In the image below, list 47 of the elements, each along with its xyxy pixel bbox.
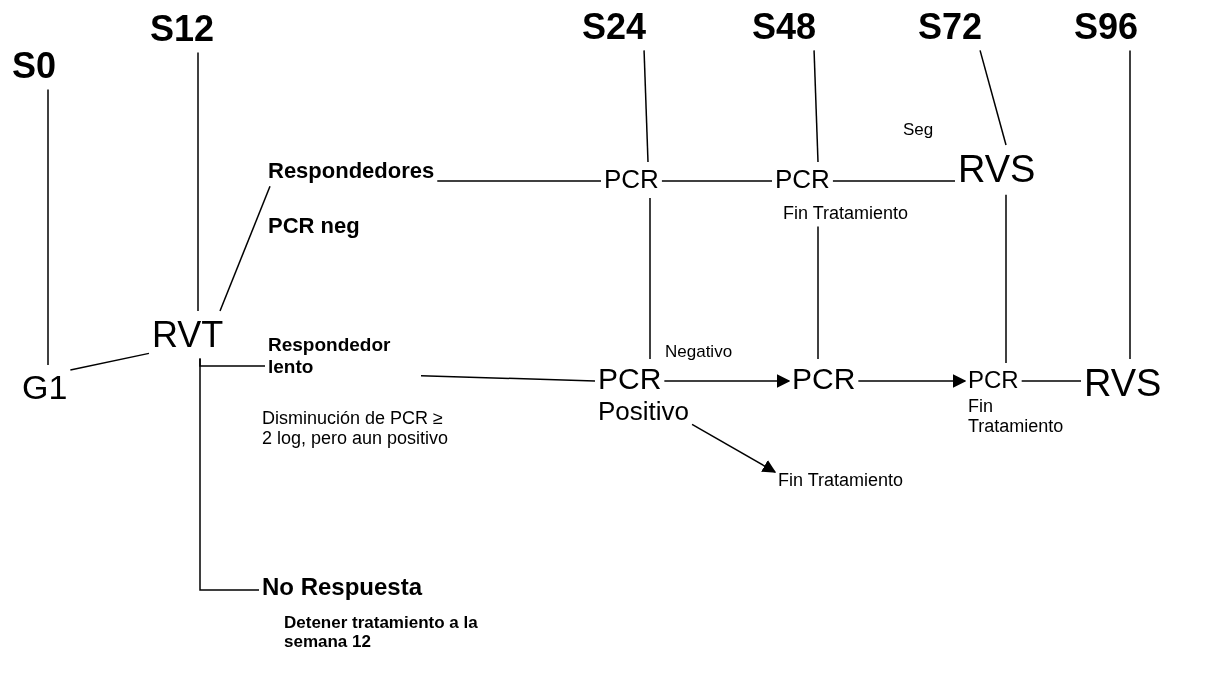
week-label: S48 — [752, 6, 817, 48]
week-label: S0 — [12, 45, 57, 87]
connector-line — [979, 49, 1007, 146]
category-heading: No Respuesta — [262, 573, 423, 601]
status-label: Fin Tratamiento — [968, 395, 1065, 437]
connector-line — [649, 197, 651, 360]
connector-line — [420, 374, 596, 382]
connector-line — [832, 180, 956, 182]
edge-label: Negativo — [665, 342, 733, 362]
week-label: S72 — [918, 6, 983, 48]
connector-line — [436, 180, 602, 182]
connector-line — [1020, 380, 1082, 382]
status-label: Fin Tratamiento — [778, 470, 908, 491]
week-label: S96 — [1074, 6, 1139, 48]
result-label: PCR neg — [268, 213, 360, 239]
category-heading: Respondedores — [268, 158, 435, 184]
arrow — [857, 374, 967, 388]
test-label: PCR — [604, 165, 659, 195]
test-label: PCR — [598, 362, 662, 397]
result-label: RVS — [1084, 362, 1162, 406]
arrow — [663, 374, 791, 388]
week-label: S24 — [582, 6, 647, 48]
result-label: RVS — [958, 148, 1036, 192]
arrow — [691, 423, 777, 473]
group-label: G1 — [22, 368, 68, 408]
test-label: PCR — [775, 165, 830, 195]
week-label: S12 — [150, 8, 215, 50]
note-text: Detener tratamiento a la semana 12 — [284, 612, 479, 652]
edge-label: Seg — [903, 120, 934, 140]
connector-line — [817, 225, 819, 360]
connector-line — [199, 357, 260, 591]
connector-line — [813, 49, 819, 163]
connector-line — [643, 49, 649, 163]
connector-line — [661, 180, 773, 182]
response-label: RVT — [152, 314, 224, 356]
category-heading: Respondedor lento — [268, 334, 392, 378]
connector-line — [1005, 193, 1007, 364]
connector-line — [197, 51, 199, 312]
status-label: Fin Tratamiento — [783, 202, 909, 224]
connector-line — [47, 88, 49, 366]
connector-line — [1129, 49, 1131, 360]
test-label: PCR — [792, 362, 856, 397]
connector-line — [69, 352, 150, 371]
result-label: Positivo — [598, 396, 690, 427]
note-text: Disminución de PCR ≥ 2 log, pero aun positivo — [262, 407, 450, 450]
test-label: PCR — [968, 366, 1019, 394]
connector-line — [219, 185, 271, 312]
